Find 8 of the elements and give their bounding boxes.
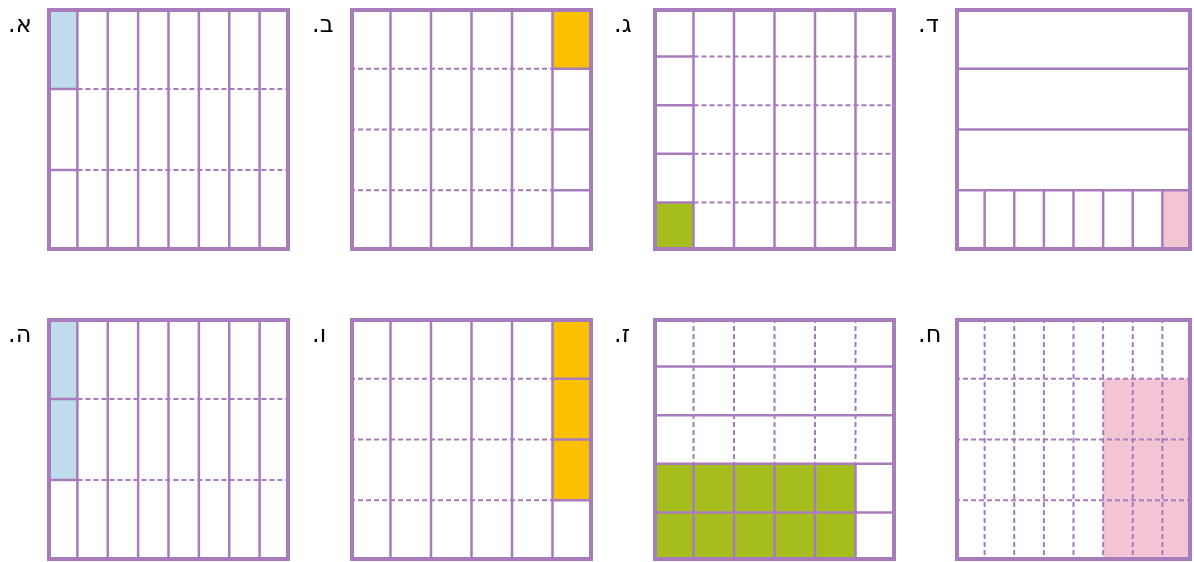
panel-letter: ה. [8,322,32,346]
panel-letter: ב. [312,12,334,36]
panel-letter: ז. [614,322,630,346]
panel-letter: א. [8,12,32,36]
panel-letter: ח. [918,322,942,346]
panel-letter: ג. [614,12,632,36]
panel-letter: ד. [918,12,939,36]
panel-letter: ו. [312,322,327,346]
